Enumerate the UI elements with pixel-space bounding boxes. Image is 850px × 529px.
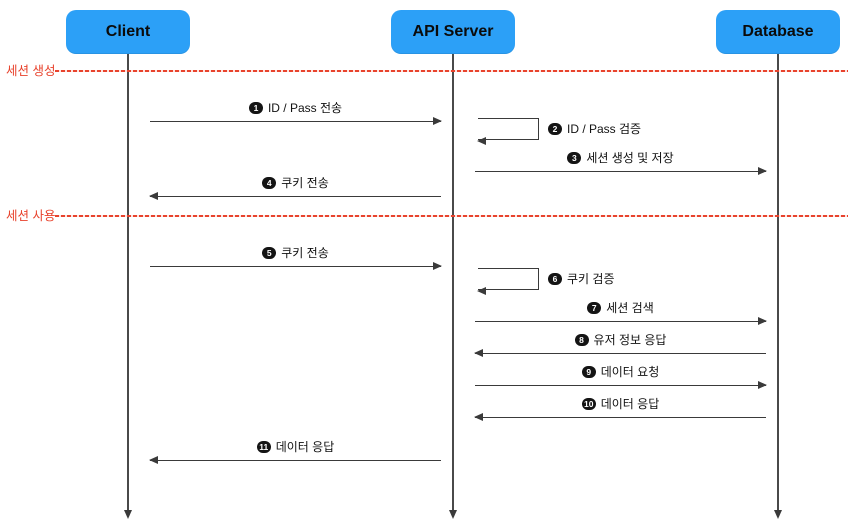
- actor-label: Database: [742, 23, 814, 40]
- message-arrow: [474, 412, 766, 421]
- message-label: 3 세션 생성 및 저장: [475, 150, 766, 166]
- message-arrow: [475, 380, 767, 389]
- step-number-badge: 6: [548, 273, 562, 285]
- step-number-badge: 11: [256, 441, 271, 453]
- arrowhead-icon: [474, 412, 483, 421]
- step-number-badge: 9: [581, 366, 596, 378]
- message-label: 8 유저 정보 응답: [475, 332, 766, 348]
- step-number-badge: 3: [567, 152, 582, 164]
- arrowhead-icon: [433, 116, 442, 125]
- message-text: ID / Pass 전송: [267, 101, 343, 115]
- message-label: 1 ID / Pass 전송: [150, 100, 441, 116]
- message-text: 쿠키 전송: [281, 246, 329, 260]
- section-label: 세션 사용: [6, 209, 56, 223]
- message-label: 7 세션 검색: [475, 300, 766, 316]
- message-text: 쿠키 전송: [281, 176, 329, 190]
- message-arrow: [475, 166, 767, 175]
- actor-box-database: Database: [716, 10, 840, 54]
- self-message-loop: [477, 118, 539, 145]
- message-text: 데이터 요청: [600, 365, 660, 379]
- message-arrow: [149, 191, 441, 200]
- message-label: 4 쿠키 전송: [150, 175, 441, 191]
- message-text: 유저 정보 응답: [593, 333, 667, 347]
- arrowhead-icon: [474, 348, 483, 357]
- actor-label: API Server: [412, 23, 494, 40]
- message-label: 9 데이터 요청: [475, 364, 766, 380]
- lifeline-database: [777, 54, 779, 512]
- message-label: 10 데이터 응답: [475, 396, 766, 412]
- message-label: 2 ID / Pass 검증: [548, 121, 641, 137]
- message-label: 6 쿠키 검증: [548, 271, 615, 287]
- step-number-badge: 4: [262, 177, 277, 189]
- message-text: 쿠키 검증: [567, 272, 615, 286]
- lifeline-arrow-icon: [773, 510, 782, 519]
- message-arrow: [150, 116, 442, 125]
- arrowhead-icon: [477, 286, 486, 295]
- step-number-badge: 10: [581, 398, 596, 410]
- message-text: 데이터 응답: [600, 397, 660, 411]
- message-text: 세션 생성 및 저장: [586, 151, 674, 165]
- section-label: 세션 생성: [6, 64, 56, 78]
- arrowhead-icon: [149, 455, 158, 464]
- actor-label: Client: [105, 23, 151, 40]
- arrowhead-icon: [477, 136, 486, 145]
- arrowhead-icon: [758, 316, 767, 325]
- step-number-badge: 5: [262, 247, 277, 259]
- message-arrow: [150, 261, 442, 270]
- actor-box-client: Client: [66, 10, 190, 54]
- step-number-badge: 8: [574, 334, 589, 346]
- arrowhead-icon: [149, 191, 158, 200]
- arrowhead-icon: [758, 380, 767, 389]
- message-text: ID / Pass 검증: [567, 122, 642, 136]
- arrowhead-icon: [433, 261, 442, 270]
- message-arrow: [474, 348, 766, 357]
- step-number-badge: 2: [548, 123, 562, 135]
- message-label: 5 쿠키 전송: [150, 245, 441, 261]
- message-text: 세션 검색: [606, 301, 654, 315]
- step-number-badge: 1: [248, 102, 263, 114]
- message-text: 데이터 응답: [275, 440, 335, 454]
- step-number-badge: 7: [587, 302, 602, 314]
- section-divider-line: [55, 215, 848, 217]
- lifeline-arrow-icon: [123, 510, 132, 519]
- message-arrow: [149, 455, 441, 464]
- self-message-loop: [477, 268, 539, 295]
- arrowhead-icon: [758, 166, 767, 175]
- section-divider-line: [55, 70, 848, 72]
- actor-box-api-server: API Server: [391, 10, 515, 54]
- lifeline-arrow-icon: [448, 510, 457, 519]
- lifeline-client: [127, 54, 129, 512]
- message-label: 11 데이터 응답: [150, 439, 441, 455]
- lifeline-api-server: [452, 54, 454, 512]
- message-arrow: [475, 316, 767, 325]
